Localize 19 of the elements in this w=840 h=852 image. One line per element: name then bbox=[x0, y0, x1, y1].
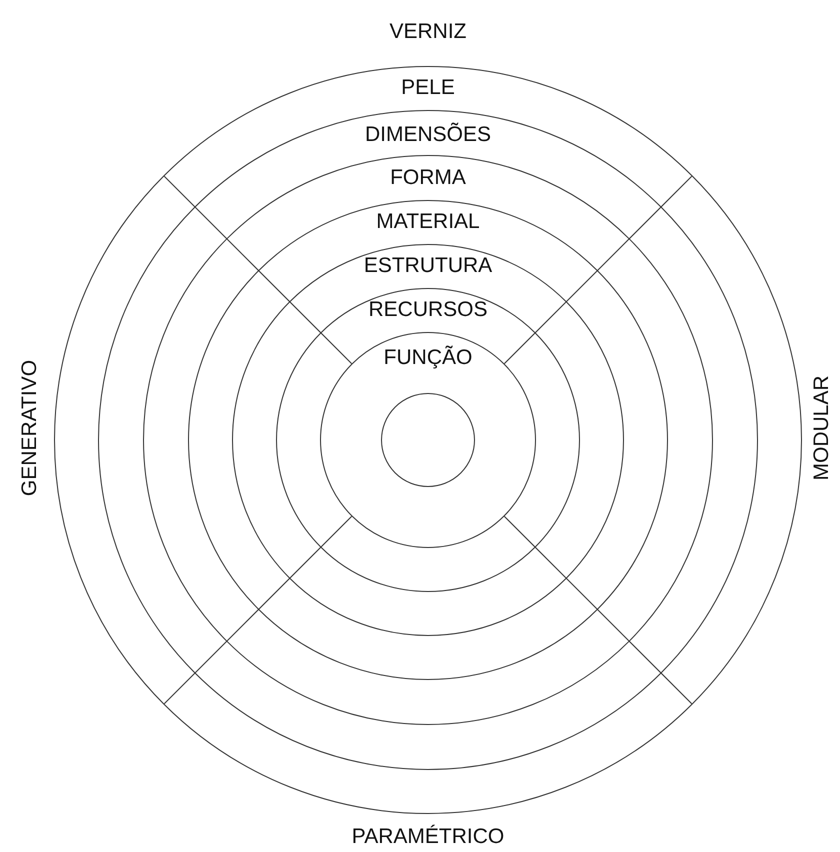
ring-band bbox=[143, 155, 713, 725]
axis-label: MODULAR bbox=[810, 376, 834, 480]
ring-band bbox=[276, 288, 580, 592]
ring-label: PELE bbox=[401, 76, 455, 100]
ring-label: RECURSOS bbox=[368, 298, 488, 322]
ring-label: MATERIAL bbox=[376, 210, 480, 234]
axis-label: VERNIZ bbox=[390, 20, 466, 44]
ring-label: FUNÇÃO bbox=[384, 346, 472, 370]
ring-band bbox=[232, 244, 624, 636]
ring-band bbox=[54, 66, 802, 814]
ring-band bbox=[188, 200, 668, 680]
ring-band bbox=[98, 110, 758, 770]
axis-label: PARAMÉTRICO bbox=[352, 825, 504, 849]
ring-band bbox=[320, 332, 536, 548]
ring-label: FORMA bbox=[390, 166, 466, 190]
ring-label: ESTRUTURA bbox=[364, 254, 492, 278]
ring-label: DIMENSÕES bbox=[364, 123, 492, 147]
center-circle bbox=[381, 393, 475, 487]
axis-label: GENERATIVO bbox=[18, 360, 42, 496]
